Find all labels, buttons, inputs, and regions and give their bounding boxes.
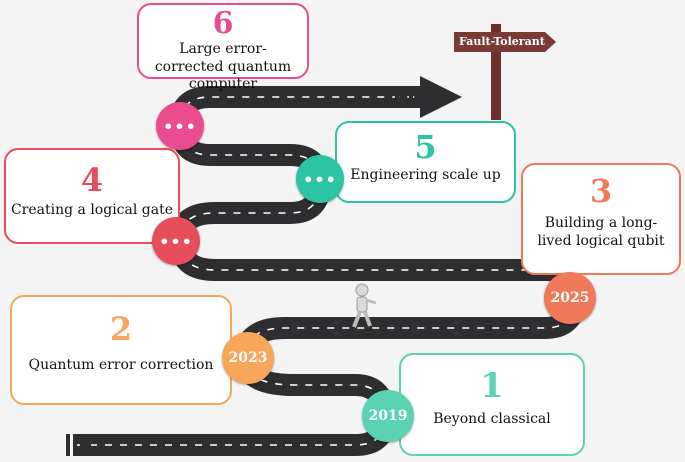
- milestone-6-card: 6 Large error-corrected quantum computer: [137, 3, 309, 92]
- road-start-stripes: [66, 434, 91, 456]
- milestone-4-ellipsis-icon: •••: [152, 217, 200, 265]
- signpost-board: [454, 32, 556, 52]
- milestone-2-number: 2: [109, 310, 133, 348]
- milestone-4-number: 4: [80, 161, 104, 199]
- milestone-1-label: Beyond classical: [433, 411, 551, 427]
- milestone-4-label: Creating a logical gate: [10, 202, 174, 218]
- signpost-label: Fault-Tolerant: [459, 35, 545, 48]
- milestone-4-card: 4 Creating a logical gate: [4, 148, 180, 244]
- milestone-2-label: Quantum error correction: [28, 357, 214, 373]
- milestone-1-card: 1 Beyond classical: [399, 353, 585, 456]
- milestone-3-card: 3 Building a long-lived logical qubit: [521, 163, 681, 275]
- milestone-1-year-badge: 2019: [362, 390, 414, 442]
- road-end-stripes: [388, 86, 413, 108]
- milestone-6-ellipsis-icon: •••: [156, 102, 204, 150]
- milestone-3-label: Building a long-lived logical qubit: [537, 215, 665, 249]
- milestone-6-number: 6: [212, 6, 234, 41]
- milestone-2-card: 2 Quantum error correction: [10, 295, 232, 405]
- milestone-3-year-badge: 2025: [544, 272, 596, 324]
- milestone-5-label: Engineering scale up: [350, 167, 501, 183]
- milestone-1-number: 1: [480, 366, 504, 406]
- milestone-6-label: Large error-corrected quantum computer: [154, 41, 292, 92]
- milestone-5-card: 5 Engineering scale up: [335, 121, 516, 203]
- milestone-3-number: 3: [589, 172, 613, 210]
- road-arrow-head: [420, 76, 462, 118]
- signpost-pole: [491, 24, 501, 120]
- walking-figure: [352, 283, 377, 328]
- milestone-5-number: 5: [414, 128, 437, 166]
- milestone-5-ellipsis-icon: •••: [296, 155, 344, 203]
- milestone-2-year-badge: 2023: [222, 332, 274, 384]
